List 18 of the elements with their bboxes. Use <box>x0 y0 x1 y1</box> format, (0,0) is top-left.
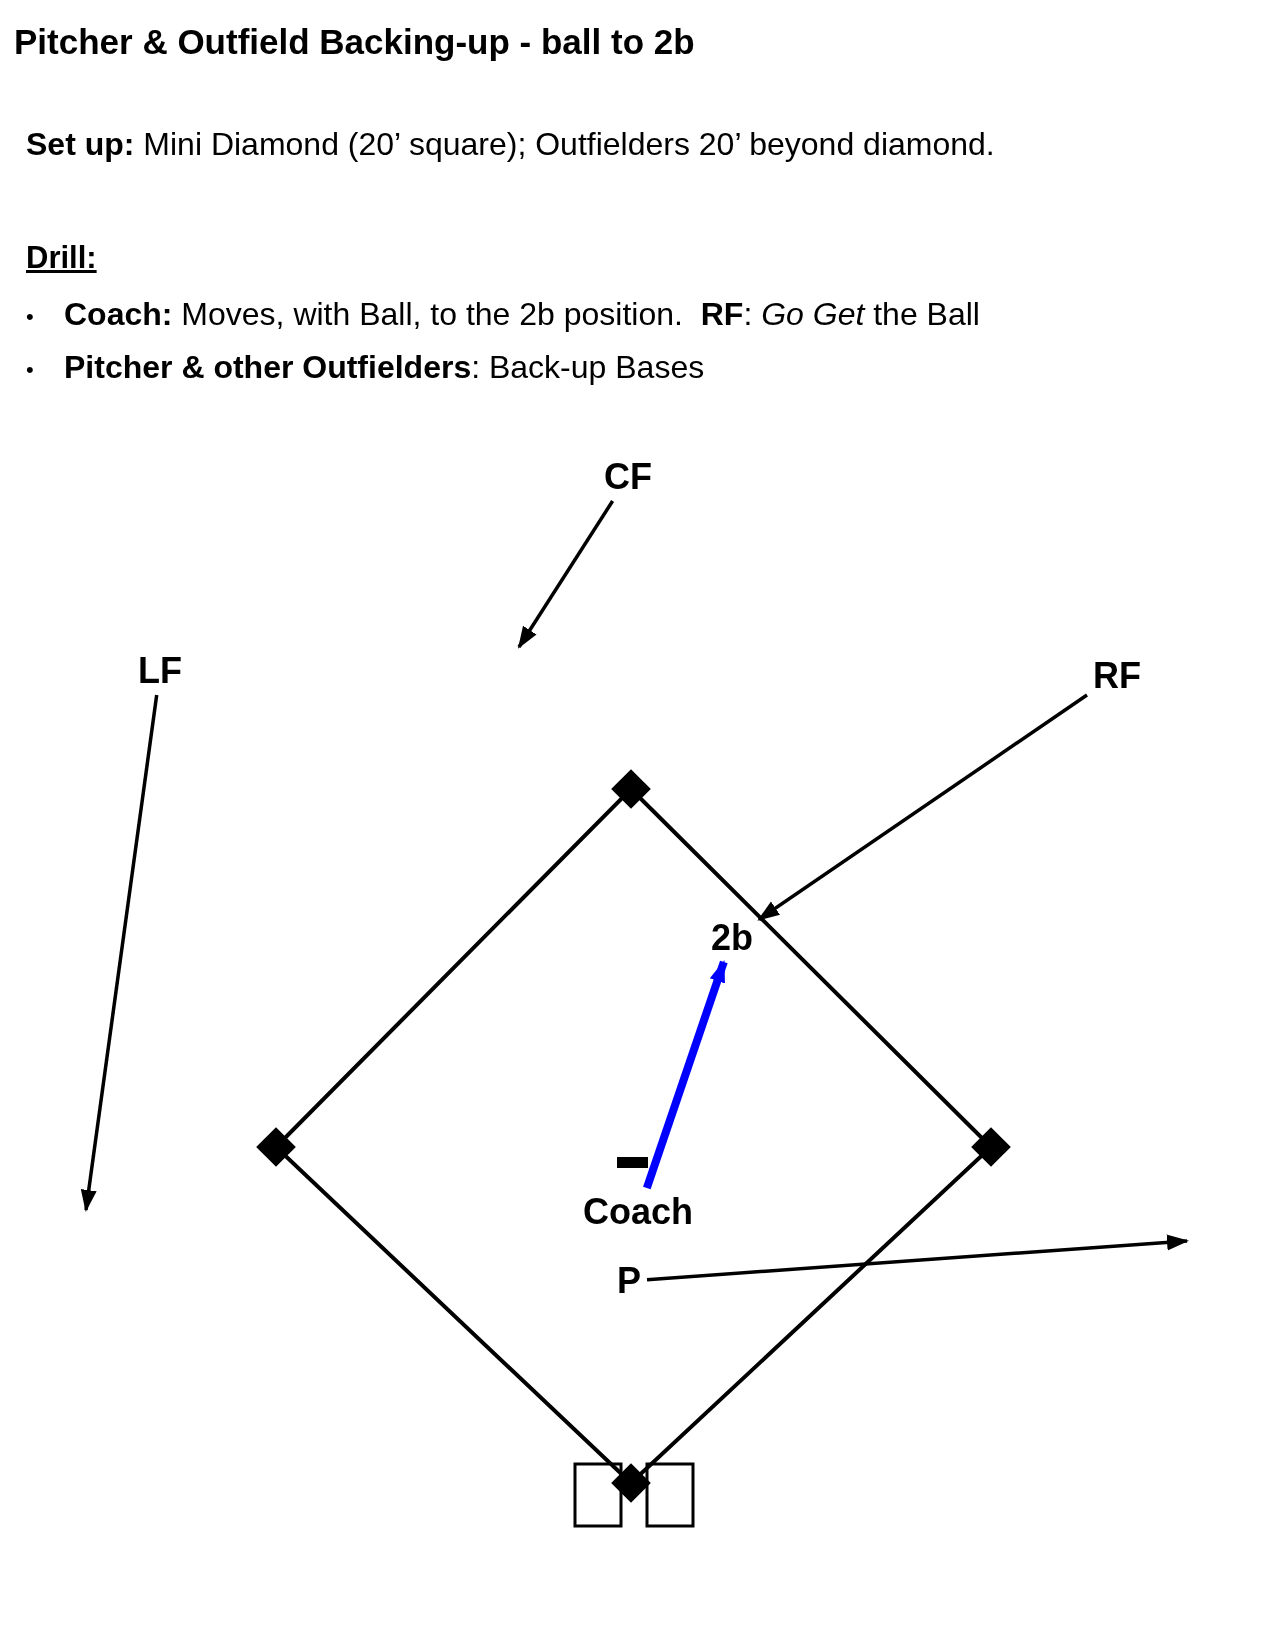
section-heading: Drill: <box>26 240 97 276</box>
arrow <box>646 1234 1189 1282</box>
arrow <box>643 960 728 1190</box>
position-label: CF <box>604 459 652 495</box>
bullet-item: Coach: Moves, with Ball, to the 2b position. RF: Go Get the Ball <box>64 296 980 332</box>
arrow <box>517 500 615 649</box>
arrow <box>80 694 159 1212</box>
position-label: 2b <box>711 920 753 956</box>
setup-text: Set up: Mini Diamond (20’ square); Outfielders 20’ beyond diamond. <box>26 126 995 163</box>
position-label: Coach <box>583 1194 693 1230</box>
position-label: LF <box>138 653 182 689</box>
arrow <box>757 693 1088 921</box>
title: Pitcher & Outfield Backing-up - ball to 2b <box>14 22 695 62</box>
position-label: P <box>617 1263 641 1299</box>
bullet-marker: • <box>26 303 35 330</box>
bullet-marker: • <box>26 356 35 383</box>
position-label: RF <box>1093 658 1141 694</box>
bullet-item: Pitcher & other Outfielders: Back-up Bases <box>64 349 705 385</box>
